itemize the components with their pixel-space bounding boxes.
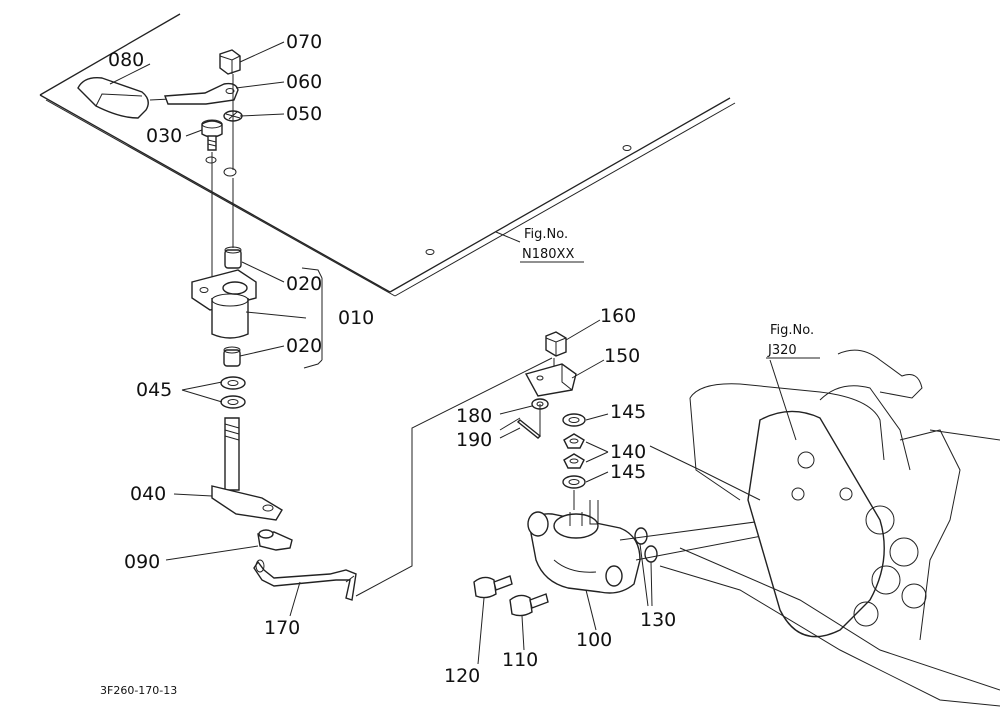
- washers-045: [220, 376, 246, 409]
- label-110: 110: [502, 649, 538, 671]
- pedal-arm-060: [164, 82, 239, 105]
- ref1-label: Fig.No.: [524, 227, 568, 242]
- pedal-pad-080: [77, 77, 171, 119]
- bolt-120: [473, 575, 513, 599]
- ref2-value: J320: [767, 343, 797, 358]
- label-160: 160: [600, 305, 636, 327]
- connector-line: [355, 357, 553, 597]
- label-080: 080: [108, 49, 144, 71]
- label-120: 120: [444, 665, 480, 687]
- shaft-lever-040: [211, 417, 283, 521]
- part-labels: 070 080 060 050 030 020 010 020 045 040 …: [108, 31, 676, 687]
- nut-070: [219, 49, 241, 75]
- label-130: 130: [640, 609, 676, 631]
- nut-160: [545, 331, 567, 372]
- plate-150: [524, 363, 577, 397]
- ref2-label: Fig.No.: [770, 323, 814, 338]
- label-100: 100: [576, 629, 612, 651]
- label-145-lower: 145: [610, 461, 646, 483]
- bushing-020-upper: [224, 246, 242, 269]
- label-190: 190: [456, 429, 492, 451]
- transmission-housing: [649, 349, 1000, 707]
- leader-lines: [109, 41, 797, 665]
- label-010: 010: [338, 307, 374, 329]
- label-050: 050: [286, 103, 322, 125]
- label-180: 180: [456, 405, 492, 427]
- joint-090: [257, 529, 293, 551]
- label-170: 170: [264, 617, 300, 639]
- ref1-value: N180XX: [522, 247, 574, 262]
- label-090: 090: [124, 551, 160, 573]
- rod-170: [253, 559, 357, 601]
- label-030: 030: [146, 125, 182, 147]
- label-150: 150: [604, 345, 640, 367]
- figure-reference-n180xx: Fig.No. N180XX: [520, 227, 584, 263]
- floor-panel: [39, 13, 736, 297]
- bracket-010: [191, 269, 257, 339]
- label-020-upper: 020: [286, 273, 322, 295]
- label-140: 140: [610, 441, 646, 463]
- bolt-110: [509, 593, 549, 617]
- label-020-lower: 020: [286, 335, 322, 357]
- bolt-030: [201, 119, 223, 151]
- label-145-upper: 145: [610, 401, 646, 423]
- valve-body-100: [527, 500, 641, 594]
- washer-stack: [562, 413, 586, 510]
- label-060: 060: [286, 71, 322, 93]
- label-040: 040: [130, 483, 166, 505]
- label-045: 045: [136, 379, 172, 401]
- drawing-code: 3F260-170-13: [100, 684, 177, 697]
- label-070: 070: [286, 31, 322, 53]
- pin-190: [516, 404, 542, 439]
- figure-reference-j320: Fig.No. J320: [766, 323, 820, 359]
- guide-lines-upper: [211, 74, 234, 290]
- bushing-020-lower: [223, 346, 241, 367]
